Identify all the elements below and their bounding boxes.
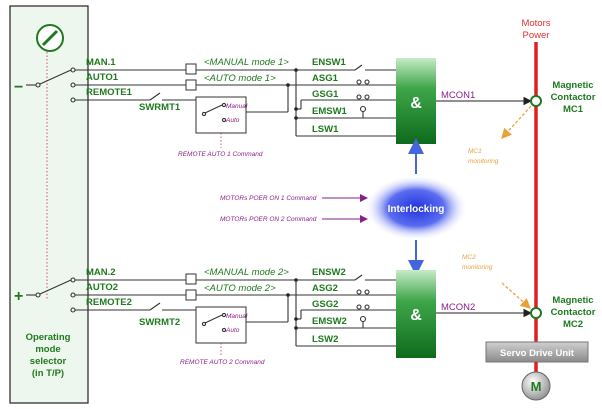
- gsg2-label: GSG2: [312, 299, 338, 310]
- and-gate-2-symbol: &: [410, 307, 422, 324]
- selector-label-4: (in T/P): [32, 368, 64, 379]
- ensw2-label: ENSW2: [312, 267, 346, 278]
- selector-label-1: Operating: [26, 332, 71, 343]
- auto-mode-2-label: <AUTO mode 2>: [204, 283, 276, 294]
- remote1-label: REMOTE1: [86, 87, 133, 98]
- ensw1-label: ENSW1: [312, 57, 347, 68]
- remote-switch-1-box: [195, 96, 247, 134]
- contactor-mc2-label-1: Magnetic: [552, 295, 593, 306]
- contactor-mc1-label-1: Magnetic: [552, 80, 593, 91]
- auto-mode-2-box: [185, 289, 197, 301]
- auto-mode-1-label: <AUTO mode 1>: [204, 73, 276, 84]
- gsg1-label: GSG1: [312, 89, 339, 100]
- remote-auto-2-command: REMOTE AUTO 2 Command: [180, 359, 265, 366]
- and-gate-2: [396, 270, 436, 358]
- remote-switch-2-box: [195, 306, 247, 344]
- contactor-mc2-label-3: MC2: [563, 319, 583, 330]
- remote2-label: REMOTE2: [86, 297, 132, 308]
- and-gate-1: [396, 58, 436, 144]
- auto1-label: AUTO1: [86, 72, 119, 83]
- lsw1-label: LSW1: [312, 124, 339, 135]
- emsw2-label: EMSW2: [312, 316, 347, 327]
- remote-auto-1-command: REMOTE AUTO 1 Command: [178, 151, 263, 158]
- switch-2-auto-label: Auto: [225, 327, 240, 334]
- emsw1-label: EMSW1: [312, 106, 348, 117]
- selector-label-2: mode: [35, 344, 60, 355]
- switch-1-auto-label: Auto: [225, 117, 240, 124]
- manual-mode-2-label: <MANUAL mode 2>: [204, 267, 289, 278]
- interlocking-label: Interlocking: [388, 204, 445, 215]
- and-gate-1-symbol: &: [410, 95, 422, 112]
- contactor-mc1-icon: [530, 95, 542, 107]
- mc2-monitoring-label-1: MC2: [462, 254, 476, 261]
- manual-mode-1-label: <MANUAL mode 1>: [204, 57, 289, 68]
- motor-label: M: [531, 379, 542, 394]
- contactor-mc2-icon: [530, 307, 542, 319]
- contactor-mc2-label-2: Contactor: [551, 307, 596, 318]
- manual-mode-2-box: [185, 273, 197, 285]
- lsw2-label: LSW2: [312, 334, 338, 345]
- mc2-monitoring-label-2: monitoring: [462, 264, 493, 271]
- plus-terminal: +: [14, 288, 23, 305]
- man2-label: MAN.2: [86, 267, 116, 278]
- power-on-2-command: MOTORs POER ON 2 Command: [220, 216, 317, 223]
- servo-drive-label: Servo Drive Unit: [500, 348, 575, 359]
- mode-selector-box: [9, 5, 89, 404]
- auto2-label: AUTO2: [86, 282, 118, 293]
- swrmt2-label: SWRMT2: [139, 317, 180, 328]
- contactor-mc1-label-2: Contactor: [551, 92, 596, 103]
- motors-power-label-2: Power: [523, 30, 550, 41]
- mcon2-label: MCON2: [441, 302, 475, 313]
- selector-label-3: selector: [30, 356, 67, 367]
- minus-terminal: −: [14, 79, 23, 96]
- mcon1-label: MCON1: [441, 90, 475, 101]
- asg2-label: ASG2: [312, 283, 338, 294]
- interlocking-cloud: [364, 175, 468, 241]
- mc1-monitoring-label-1: MC1: [468, 148, 482, 155]
- power-on-1-command: MOTORs POER ON 1 Command: [220, 195, 317, 202]
- switch-2-manual-label: Manual: [226, 313, 248, 320]
- contactor-mc1-label-3: MC1: [563, 104, 584, 115]
- asg1-label: ASG1: [312, 73, 339, 84]
- switch-1-manual-label: Manual: [226, 103, 248, 110]
- swrmt1-label: SWRMT1: [139, 102, 181, 113]
- mc1-monitoring-label-2: monitoring: [468, 158, 499, 165]
- manual-mode-1-box: [185, 63, 197, 75]
- motors-power-label-1: Motors: [521, 18, 550, 29]
- auto-mode-1-box: [185, 79, 197, 91]
- motor-icon: [521, 371, 551, 401]
- man1-label: MAN.1: [86, 57, 116, 68]
